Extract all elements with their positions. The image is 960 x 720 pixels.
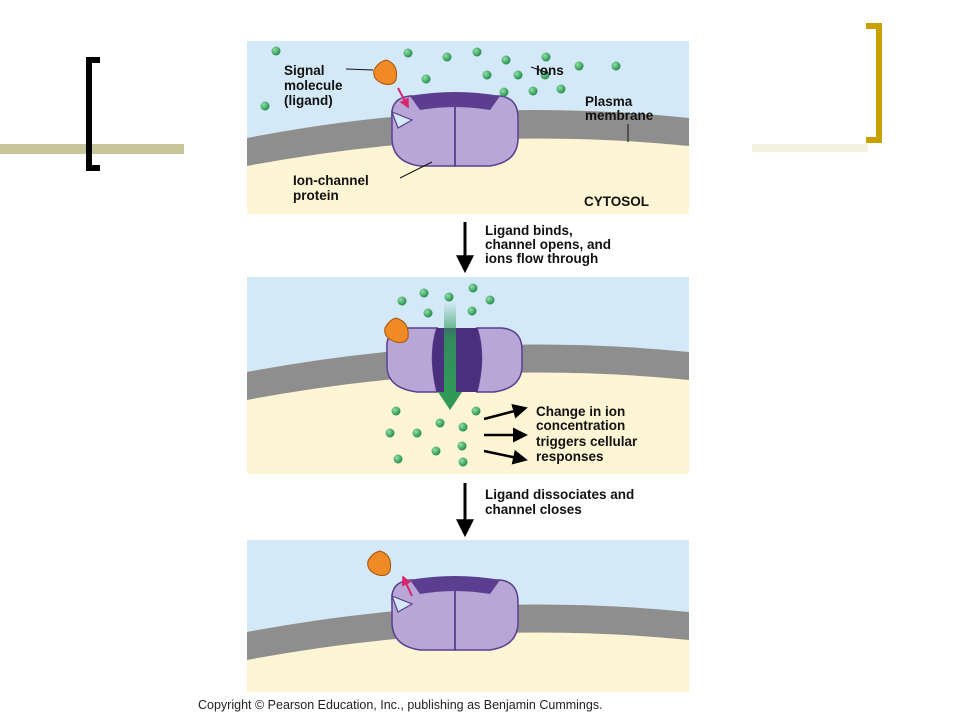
signal-molecule-label: Signal molecule (ligand) — [284, 63, 346, 108]
ions-cytosol — [385, 406, 481, 467]
ions-entering — [397, 283, 495, 318]
ions-label: Ions — [536, 63, 564, 78]
ion-channel-protein-closed — [390, 92, 519, 167]
cytosol-label: CYTOSOL — [584, 194, 649, 209]
response-arrow-3 — [483, 449, 528, 465]
right-accent-bar — [752, 144, 868, 152]
right-bracket-decoration — [866, 23, 882, 143]
ion-channel-protein-open — [386, 327, 523, 393]
panel-closed-channel: Signal molecule (ligand) Ions Plasma mem… — [247, 41, 689, 214]
ions-leader-line — [530, 66, 549, 74]
response-arrow-1 — [483, 404, 528, 421]
ion-channel-protein-label: Ion-channel protein — [293, 173, 373, 203]
signal-leader-line — [345, 68, 374, 71]
copyright-notice: Copyright © Pearson Education, Inc., pub… — [198, 698, 603, 712]
extracellular-region — [247, 277, 689, 372]
ligand-molecule-bound — [384, 317, 409, 343]
ions-extracellular — [260, 46, 621, 111]
ion-flow-bar — [444, 302, 456, 392]
protein-leader-line — [399, 161, 433, 179]
ion-channel-protein-closed — [390, 576, 519, 651]
panel-open-channel: Change in ion concentration triggers cel… — [247, 277, 689, 474]
binding-arrow — [397, 87, 409, 109]
panel-reclosed-channel — [247, 540, 689, 692]
plasma-membrane-label: Plasma membrane — [585, 94, 654, 123]
dissociation-arrow — [402, 575, 413, 597]
cellular-response-label: Change in ion concentration triggers cel… — [536, 404, 641, 464]
step1-caption: Ligand binds, channel opens, and ions fl… — [485, 223, 615, 266]
step2-caption: Ligand dissociates and channel closes — [485, 487, 638, 517]
left-accent-bar — [0, 144, 184, 154]
ion-flow-arrowhead — [438, 392, 462, 410]
left-bracket-decoration — [86, 57, 100, 171]
ligand-molecule — [373, 59, 397, 85]
ligand-molecule-released — [367, 550, 391, 576]
